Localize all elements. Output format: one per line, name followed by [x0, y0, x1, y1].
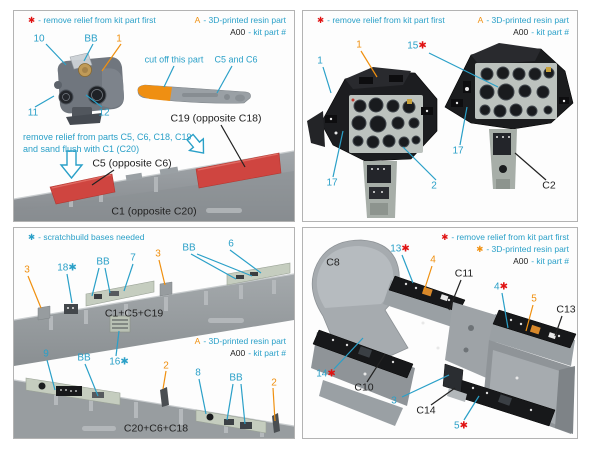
part-label-c11: C11 [454, 267, 474, 280]
note-remove-relief-2: and sand flush with C1 (C20) [23, 144, 140, 154]
callout-3: 3 [391, 395, 397, 407]
br-cockpit-tub [311, 239, 577, 434]
callout-cut-off: cut off this part [144, 54, 204, 65]
callout-5-star: 5✱ [454, 420, 468, 432]
br-orange-leaders [423, 265, 534, 332]
part-label-c2: C2 [542, 179, 556, 192]
legend-resin-star: ✱- 3D-printed resin part [476, 244, 569, 254]
tl-gunsight-part [54, 52, 124, 125]
tl-red-area-c19 [195, 152, 282, 189]
callout-14-star: 14✱ [316, 368, 336, 380]
panel-top-right: ✱- remove relief from kit part first A- … [302, 10, 578, 222]
legend-resin-part: A- 3D-printed resin part [477, 15, 569, 25]
callout-c5-c6: C5 and C6 [214, 54, 258, 65]
part-label-c1c5c19: C1+C5+C19 [104, 307, 164, 320]
panel-bottom-right: ✱- remove relief from kit part first ✱- … [302, 227, 578, 439]
bl-cyan-leaders [46, 249, 262, 425]
part-label-c20c6c18: C20+C6+C18 [123, 422, 189, 435]
panel-bottom-left: ✱- scratchbuild bases needed 3 18✱ BB 7 … [13, 227, 295, 439]
callout-10: 10 [33, 33, 45, 45]
callout-3b: 3 [155, 248, 161, 260]
part-label-c5: C5 (opposite C6) [92, 157, 172, 170]
legend-remove-relief: ✱- remove relief from kit part first [441, 232, 569, 242]
tr-cyan-leaders [322, 52, 499, 181]
tl-illustration [14, 43, 294, 221]
callout-2a: 2 [163, 360, 169, 372]
callout-17-right: 17 [452, 145, 464, 157]
callout-2b: 2 [271, 377, 277, 389]
callout-6: 6 [228, 238, 234, 250]
part-label-c19: C19 (opposite C18) [170, 112, 262, 125]
callout-9: 9 [43, 348, 49, 360]
callout-16-star: 16✱ [109, 356, 129, 368]
callout-8: 8 [195, 367, 201, 379]
br-cyan-leaders [333, 254, 509, 421]
callout-1-cyan: 1 [317, 55, 323, 67]
legend-remove-relief: ✱- remove relief from kit part first [317, 15, 445, 25]
callout-bb3: BB [77, 352, 91, 364]
callout-15-star: 15✱ [407, 40, 427, 52]
relief-arrow-icons [59, 133, 205, 180]
callout-4-star: 4✱ [494, 281, 508, 293]
callout-17-left: 17 [326, 177, 338, 189]
callout-12: 12 [98, 107, 110, 119]
callout-bb: BB [84, 33, 98, 45]
callout-11: 11 [27, 107, 39, 119]
callout-1-orange: 1 [356, 39, 362, 51]
legend-kit-part: A00- kit part # [513, 256, 569, 266]
bl-upper-sidewall [14, 262, 294, 366]
callout-3a: 3 [24, 264, 30, 276]
tr-instrument-panel-left [307, 67, 438, 218]
callout-bb4: BB [229, 372, 243, 384]
legend-scratchbuild: ✱- scratchbuild bases needed [28, 232, 145, 242]
callout-7: 7 [130, 252, 136, 264]
callout-13-star: 13✱ [390, 243, 410, 255]
tl-red-area-c5 [49, 173, 116, 205]
legend-kit-part: A00- kit part # [513, 27, 569, 37]
tl-black-leaders [91, 124, 246, 186]
bl-illustration [14, 249, 294, 438]
callout-2: 2 [431, 180, 437, 192]
tr-instrument-panel-right [444, 43, 574, 189]
callout-bb2: BB [182, 242, 196, 254]
part-label-c8: C8 [326, 256, 340, 269]
part-label-c10: C10 [354, 381, 374, 394]
part-label-c14: C14 [416, 404, 436, 417]
legend-kit-part: A00- kit part # [230, 348, 286, 358]
br-illustration [311, 239, 577, 434]
note-remove-relief-1: remove relief from parts C5, C6, C18, C1… [23, 132, 192, 142]
part-label-c1: C1 (opposite C20) [111, 205, 197, 218]
legend-kit-part: A00- kit part # [230, 27, 286, 37]
legend-resin-part: A- 3D-printed resin part [194, 15, 286, 25]
callout-1: 1 [116, 33, 122, 45]
callout-18-star: 18✱ [57, 262, 77, 274]
bl-orange-leaders [27, 259, 276, 422]
tl-cyan-leaders [34, 43, 233, 108]
callout-bb1: BB [96, 256, 110, 268]
legend-resin-part: A- 3D-printed resin part [194, 336, 286, 346]
legend-remove-relief: ✱- remove relief from kit part first [28, 15, 156, 25]
tl-breaker-part [137, 84, 251, 104]
callout-5-orange: 5 [531, 293, 537, 305]
tl-cut-off-tip [137, 85, 172, 101]
part-label-c13: C13 [556, 303, 576, 316]
br-black-leaders [366, 279, 563, 406]
tr-illustration [307, 43, 574, 218]
callout-4-orange: 4 [430, 254, 436, 266]
panel-top-left: ✱- remove relief from kit part first A- … [13, 10, 295, 222]
bl-lower-sidewall [14, 377, 294, 438]
